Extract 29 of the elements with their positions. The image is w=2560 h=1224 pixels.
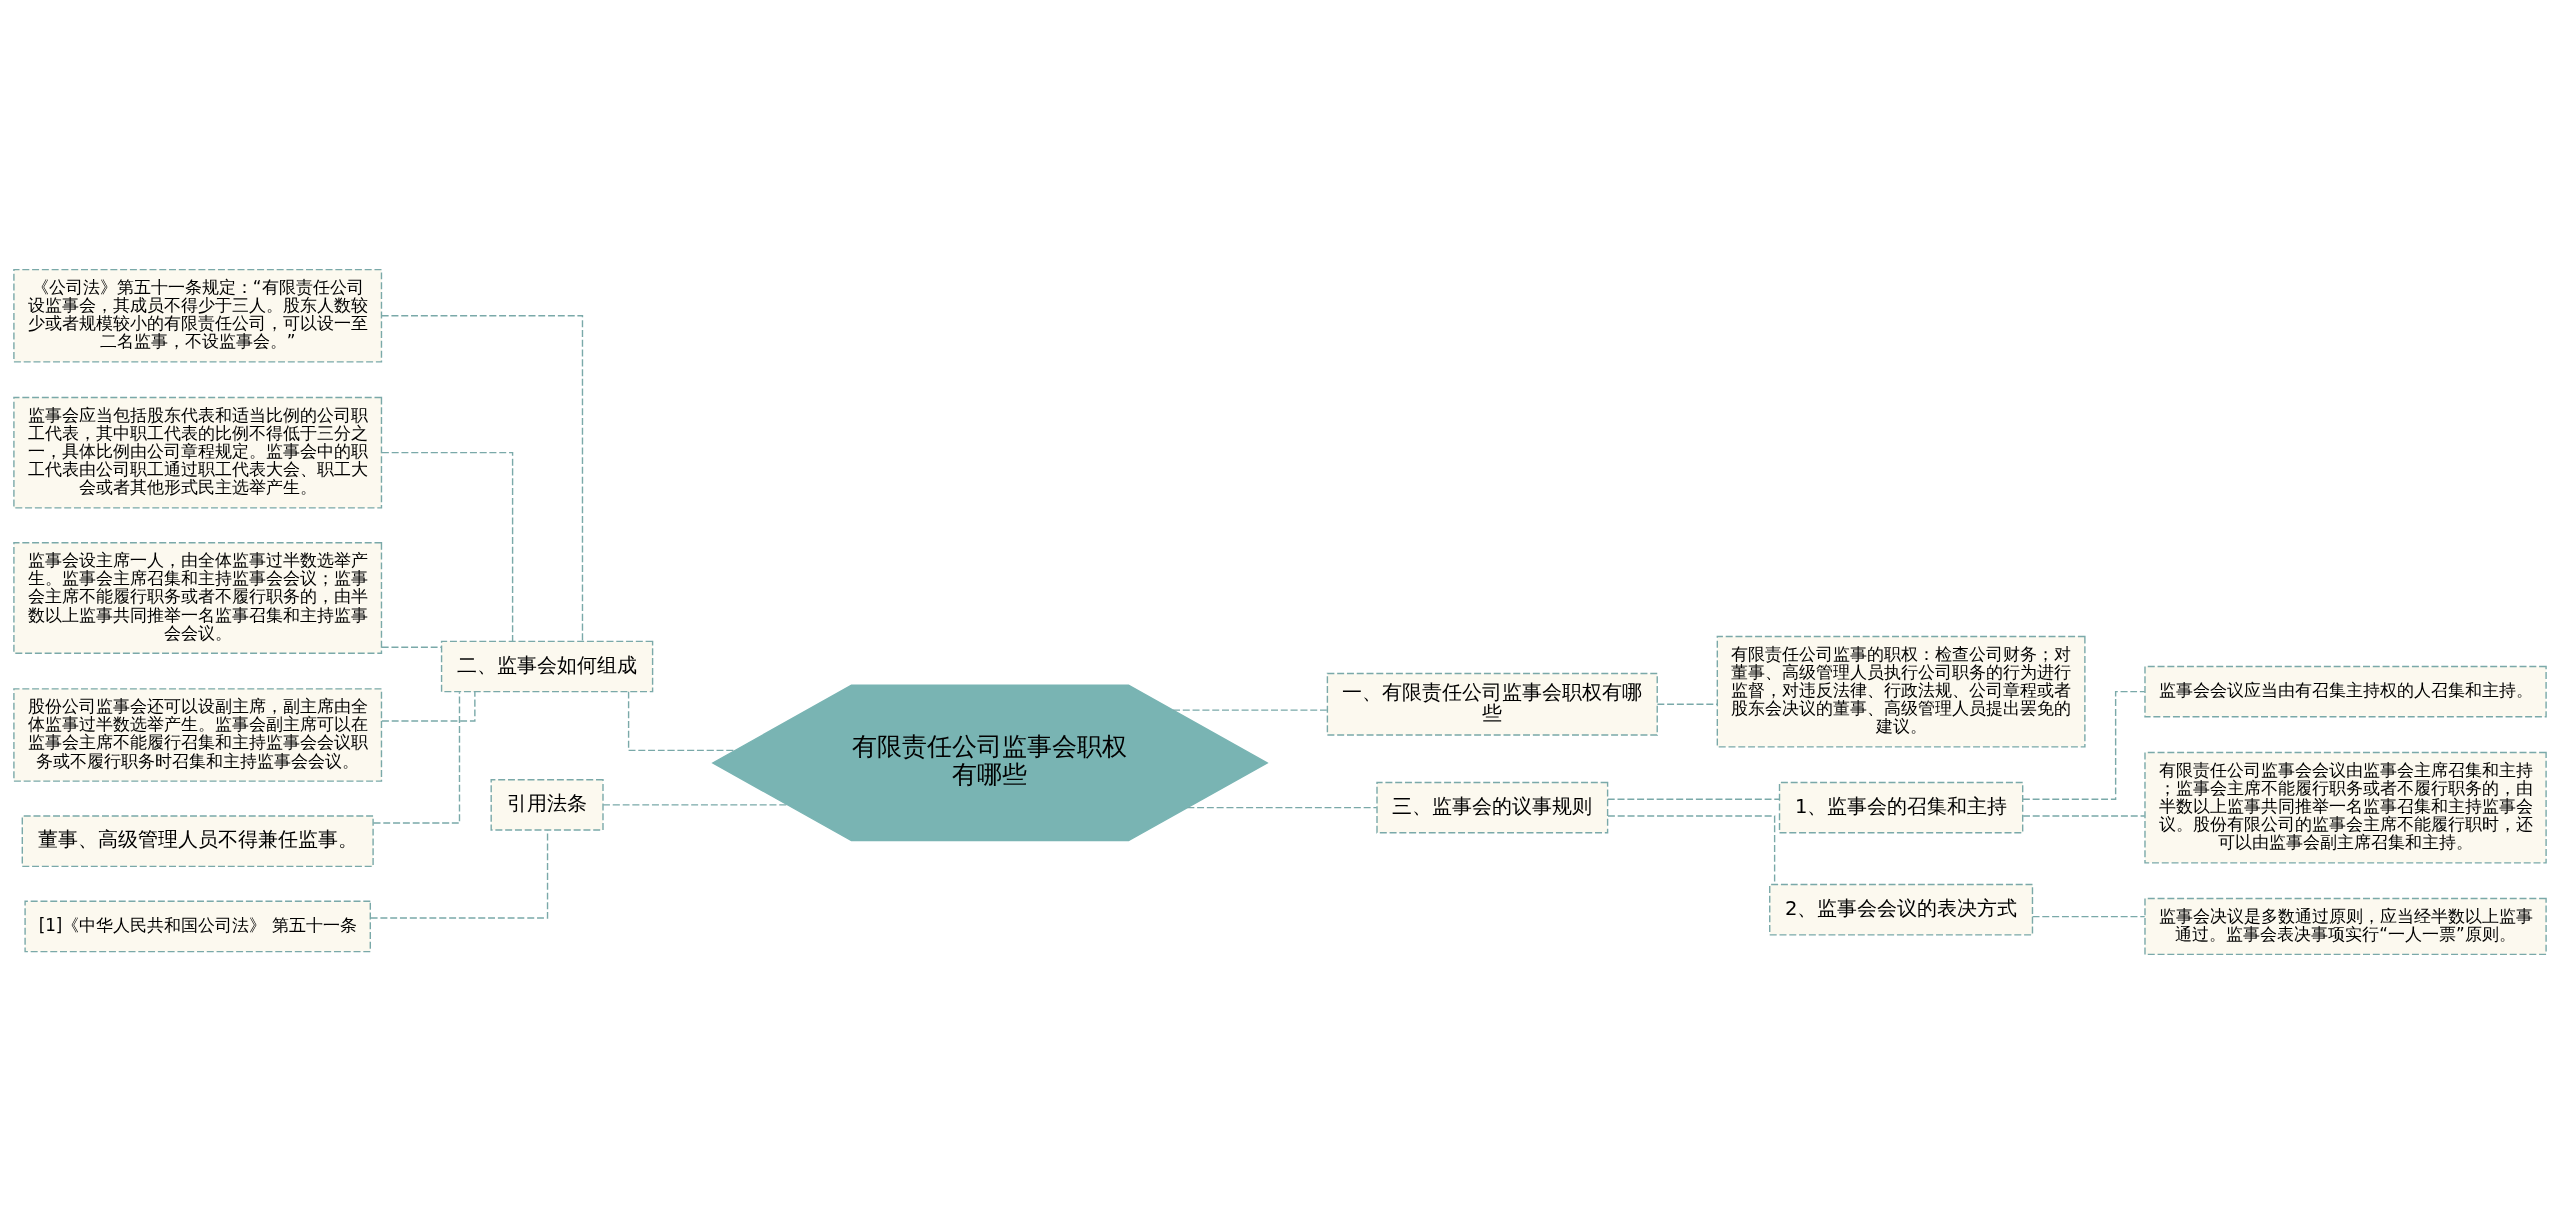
connector bbox=[627, 690, 736, 752]
node-box: 三、监事会的议事规则 bbox=[1376, 781, 1609, 834]
node-box: 股份公司监事会还可以设副主席，副主席由全体监事过半数选举产生。监事会副主席可以在监事会主席不能履行召集和主持监事会会议职务或不履行职务时召集和主持监事会会议。 bbox=[13, 688, 383, 782]
connector bbox=[381, 451, 514, 642]
node-box: 二、监事会如何组成 bbox=[440, 640, 654, 693]
node-box: 《公司法》第五十一条规定：“有限责任公司设监事会，其成员不得少于三人。股东人数较少或者规模较小的有限责任公司，可以设一至二名监事，不设监事会。” bbox=[13, 268, 383, 363]
connector bbox=[1656, 703, 1718, 705]
node-box: 有限责任公司监事的职权：检查公司财务；对董事、高级管理人员执行公司职务的行为进行监督，对违反法律、行政法规、公司章程或者股东会决议的董事、高级管理人员提出罢免的建议。 bbox=[1716, 635, 2086, 748]
connector bbox=[1186, 806, 1378, 809]
connector bbox=[380, 315, 584, 642]
connector bbox=[2031, 915, 2146, 918]
connector bbox=[1607, 798, 1781, 800]
connector bbox=[372, 691, 461, 824]
node-box: 一、有限责任公司监事会职权有哪些 bbox=[1326, 672, 1658, 736]
node-box: 监事会会议应当由有召集主持权的人召集和主持。 bbox=[2144, 665, 2547, 718]
connector bbox=[381, 691, 476, 722]
node-box: 1、监事会的召集和主持 bbox=[1778, 781, 2024, 834]
node-box: 监事会设主席一人，由全体监事过半数选举产生。监事会主席召集和主持监事会会议；监事会主席不能履行职务或者不履行职务的，由半数以上监事共同推举一名监事召集和主持监事会会议。 bbox=[13, 542, 383, 654]
node-box: 引用法条 bbox=[490, 779, 604, 831]
node-box: 监事会应当包括股东代表和适当比例的公司职工代表，其中职工代表的比例不得低于三分之一，具体比例由公司章程规定。监事会中的职工代表由公司职工通过职工代表大会、职工大会或者其他形式民主选举产生。 bbox=[13, 396, 383, 509]
connector bbox=[380, 646, 442, 648]
connector bbox=[2022, 815, 2146, 817]
node-box: 董事、高级管理人员不得兼任监事。 bbox=[21, 815, 374, 868]
node-box: 监事会决议是多数通过原则，应当经半数以上监事通过。监事会表决事项实行“一人一票”原则。 bbox=[2144, 897, 2547, 956]
connector bbox=[1172, 709, 1328, 711]
node-box: [1]《中华人民共和国公司法》 第五十一条 bbox=[24, 900, 371, 953]
node-box: 有限责任公司监事会会议由监事会主席召集和主持；监事会主席不能履行职务或者不履行职务的，由半数以上监事共同推举一名监事召集和主持监事会议。股份有限公司的监事会主席不能履行职时，还可以由监事会副主席召集和主持。 bbox=[2144, 751, 2547, 864]
node-box: 2、监事会会议的表决方式 bbox=[1769, 883, 2034, 936]
connector bbox=[602, 804, 789, 806]
